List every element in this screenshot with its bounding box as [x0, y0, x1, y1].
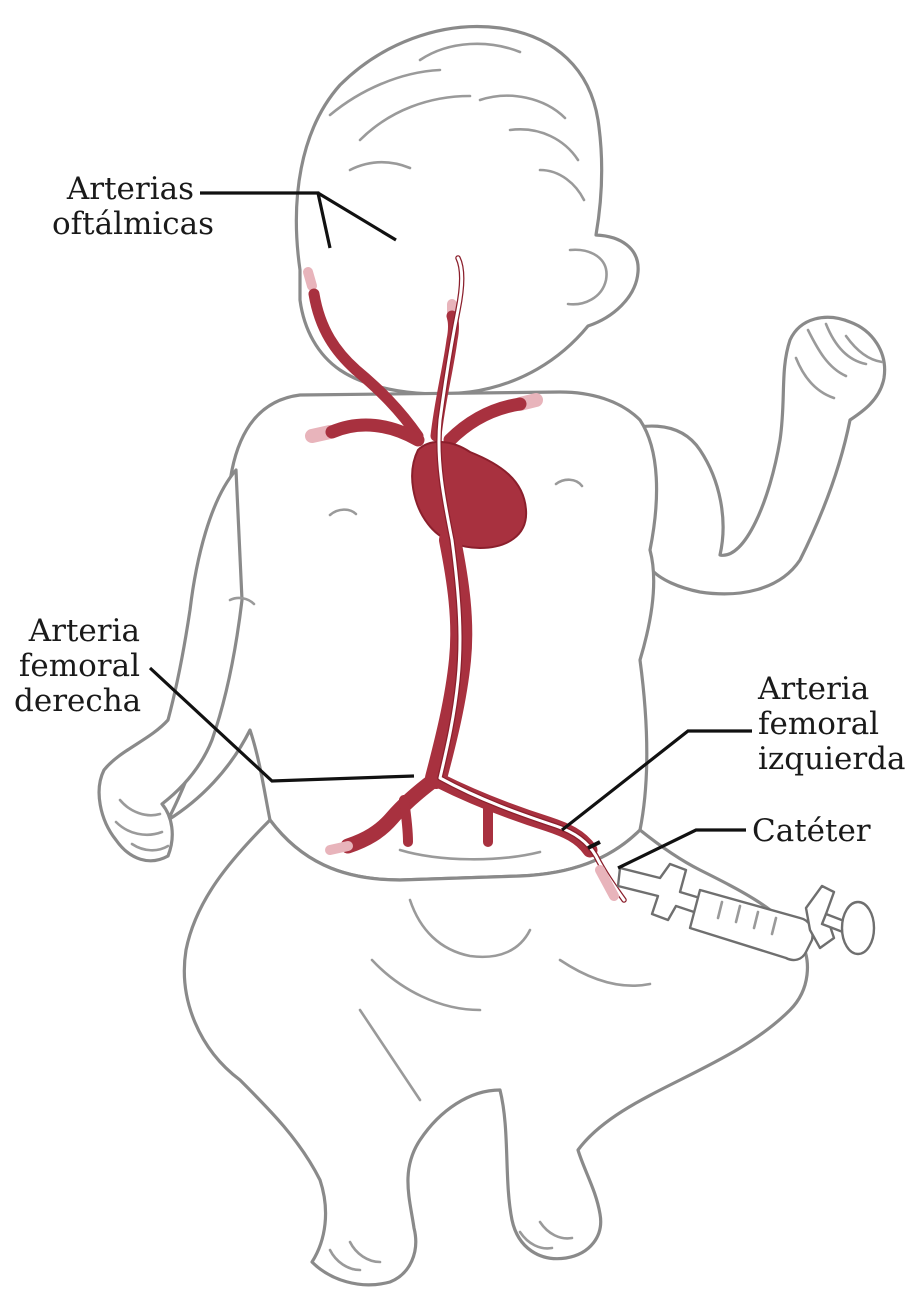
label-ophthalmic-arteries: Arterias oftálmicas — [52, 172, 194, 242]
label-right-femoral-line3: derecha — [14, 684, 140, 719]
syringe-plunger-cap — [842, 902, 874, 954]
legs — [184, 820, 807, 1285]
label-right-femoral-line2: femoral — [14, 649, 140, 684]
left-ophthalmic-fade — [308, 272, 312, 286]
label-ophthalmic-line2: oftálmicas — [52, 207, 194, 242]
label-left-femoral-artery: Arteria femoral izquierda — [758, 672, 916, 777]
infant-body-outline — [99, 27, 885, 1285]
label-left-femoral-line1: Arteria — [758, 672, 916, 707]
label-catheter: Catéter — [752, 814, 902, 849]
label-right-femoral-line1: Arteria — [14, 614, 140, 649]
label-catheter-text: Catéter — [752, 814, 902, 849]
label-right-femoral-artery: Arteria femoral derecha — [14, 614, 140, 719]
right-iliac-branch — [404, 800, 408, 842]
label-left-femoral-line2: femoral — [758, 707, 916, 742]
label-left-femoral-line3: izquierda — [758, 742, 916, 777]
right-iliac-fade — [330, 846, 348, 850]
label-ophthalmic-line1: Arterias — [52, 172, 194, 207]
